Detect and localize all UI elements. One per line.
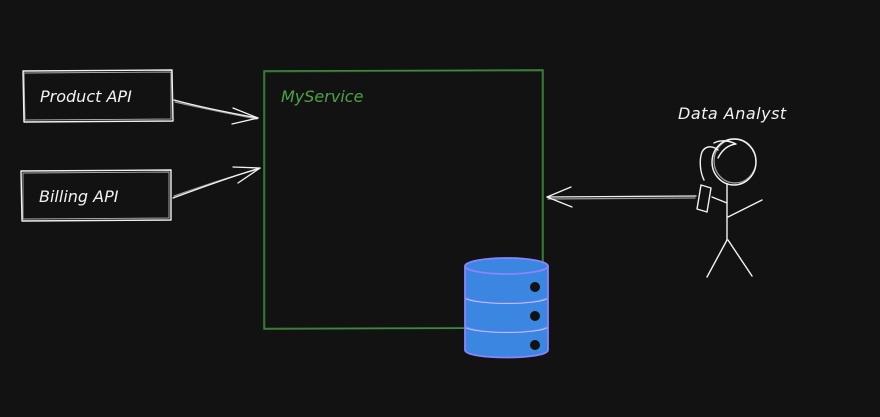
myservice-label: MyService <box>281 87 364 106</box>
database-icon <box>464 257 549 359</box>
product-api-node: Product API <box>22 69 174 123</box>
data-analyst-node: Data Analyst <box>678 104 787 278</box>
database-dot-2 <box>530 311 540 321</box>
arrow-analyst-to-service <box>546 186 697 208</box>
database-dot-1 <box>530 282 540 292</box>
billing-api-node: Billing API <box>20 169 172 222</box>
arrow-billing-to-service <box>172 166 261 199</box>
billing-api-label: Billing API <box>39 187 119 206</box>
stick-figure-icon <box>696 138 763 278</box>
product-api-label: Product API <box>40 87 132 106</box>
database-dot-3 <box>530 340 540 350</box>
data-analyst-label: Data Analyst <box>678 104 787 123</box>
arrow-product-to-service <box>173 99 259 125</box>
